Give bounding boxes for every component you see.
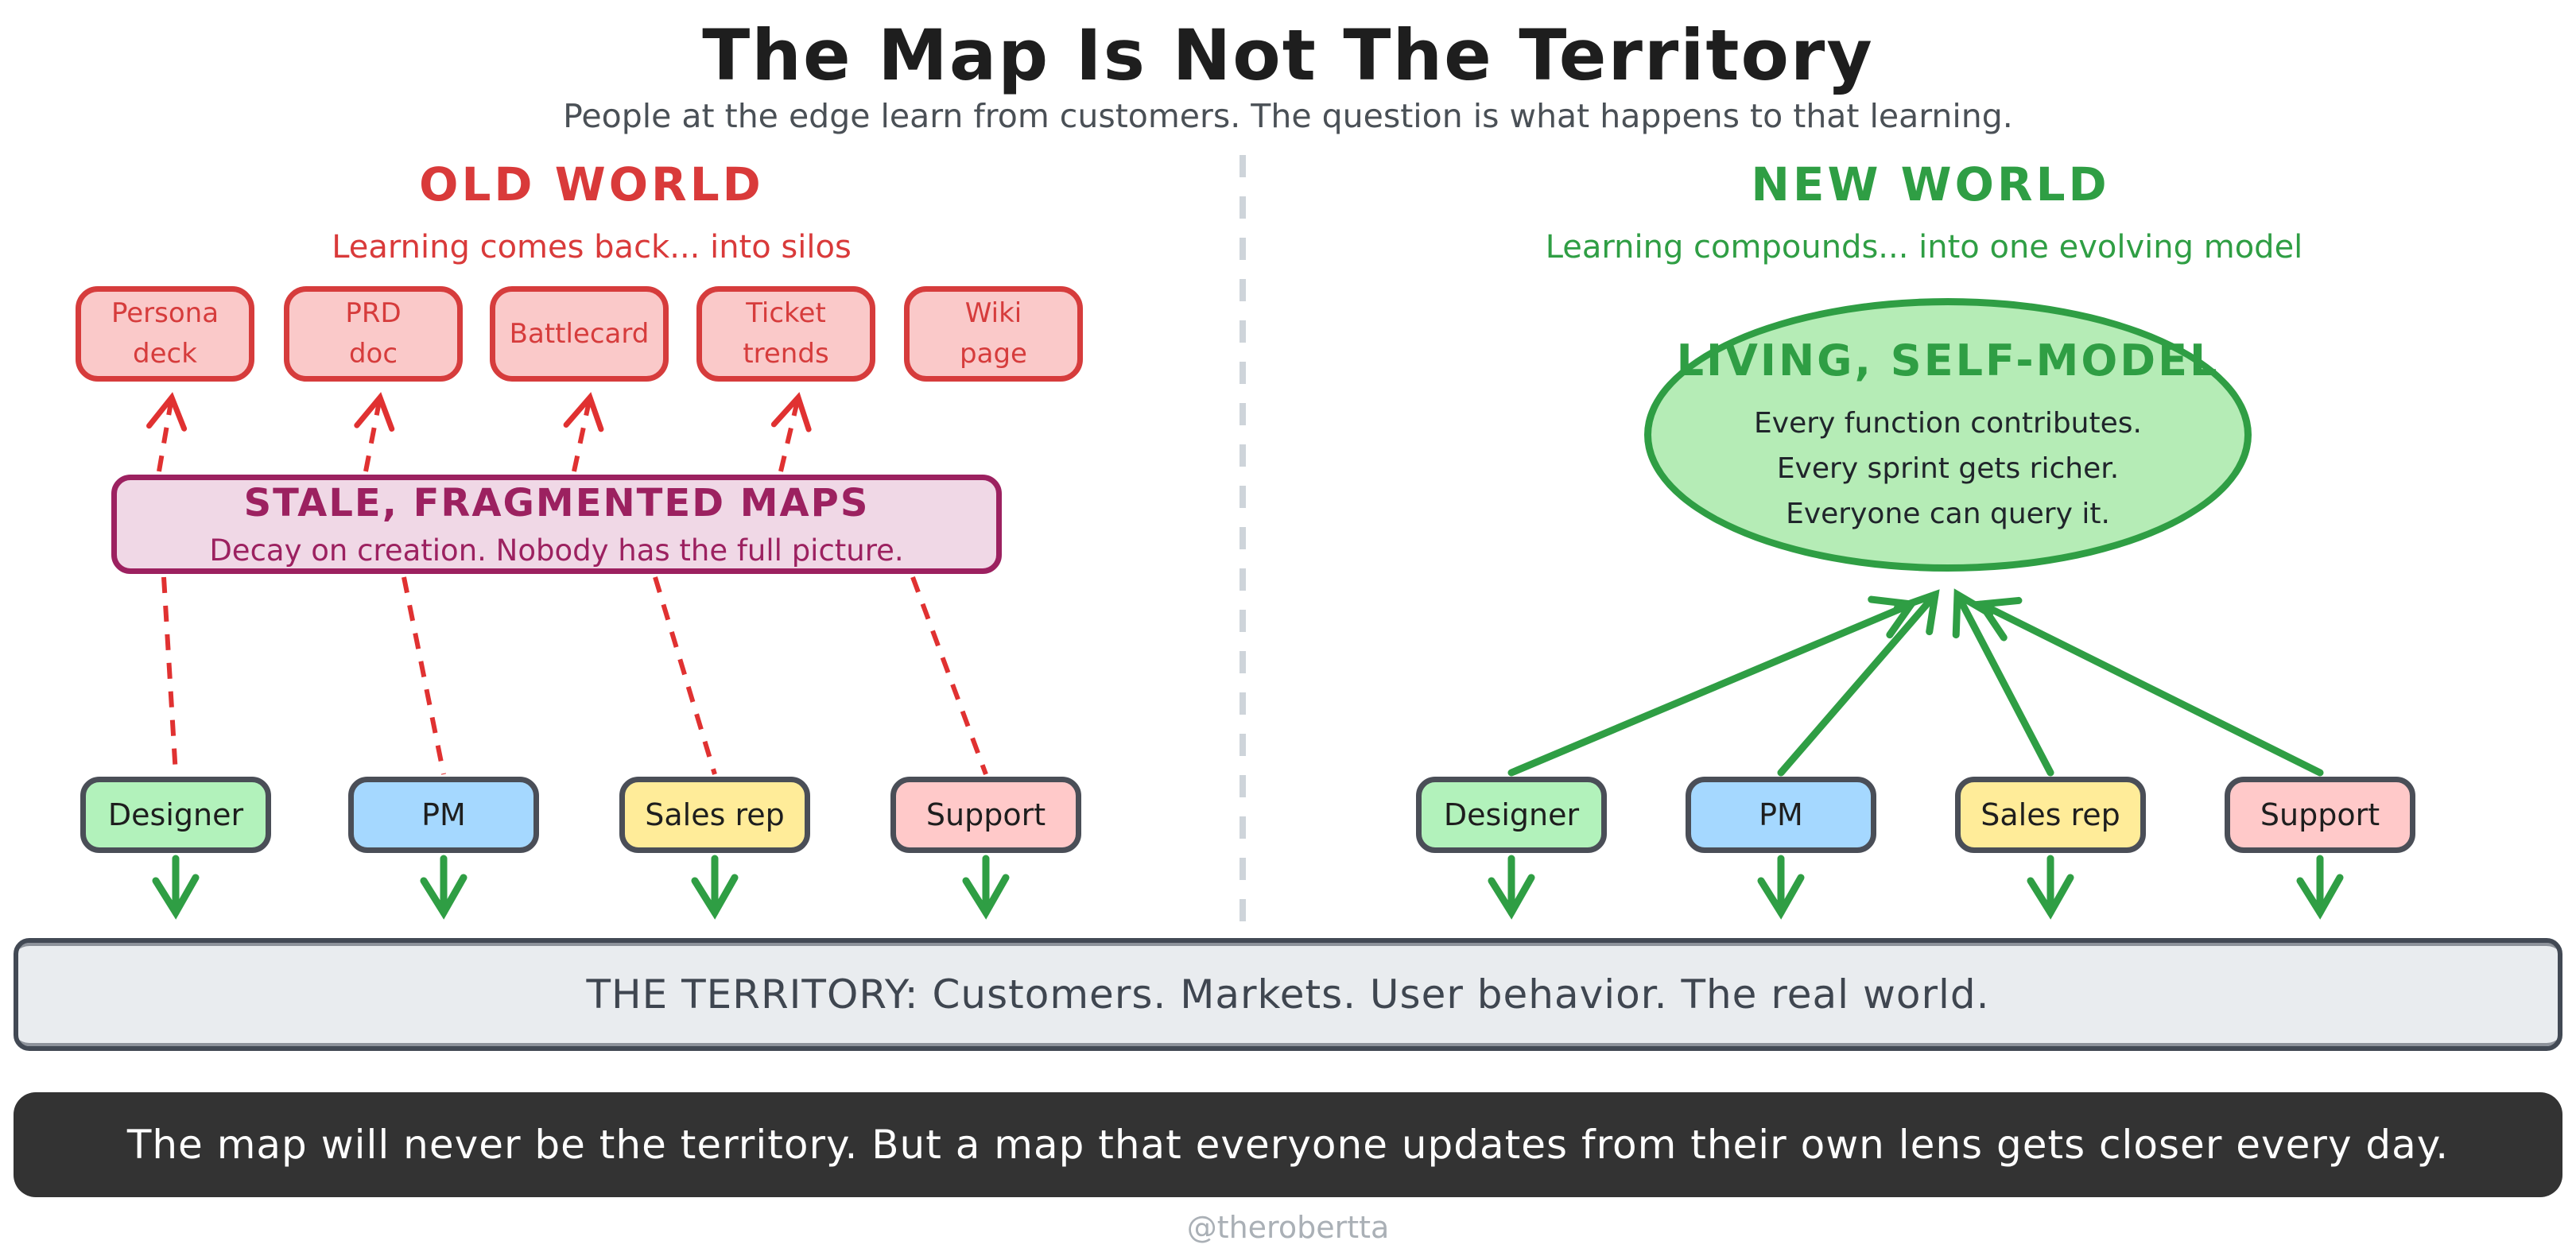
new-role-support: Support bbox=[2225, 777, 2415, 853]
silo-box-battlecard: Battlecard bbox=[490, 286, 669, 382]
territory-label: THE TERRITORY: Customers. Markets. User … bbox=[586, 971, 1990, 1018]
arrow-maps-to-persona-deck bbox=[146, 392, 188, 472]
old-world-tagline: Learning comes back... into silos bbox=[332, 229, 852, 266]
arrow-pm-to-model bbox=[1777, 589, 1940, 777]
old-role-sales-rep: Sales rep bbox=[619, 777, 810, 853]
old-world-heading: OLD WORLD bbox=[419, 157, 764, 211]
old-role-designer: Designer bbox=[80, 777, 271, 853]
line-pm-to-maps bbox=[402, 576, 446, 775]
silo-box-wiki-page: Wiki page bbox=[904, 286, 1083, 382]
footer-message: The map will never be the territory. But… bbox=[126, 1122, 2450, 1168]
arrow-designer-to-model bbox=[1507, 595, 1918, 777]
stale-maps-subtitle: Decay on creation. Nobody has the full p… bbox=[209, 533, 904, 568]
footer-message-bar: The map will never be the territory. But… bbox=[14, 1092, 2562, 1197]
arrow-support-to-model bbox=[1975, 596, 2324, 777]
new-world-tagline: Learning compounds... into one evolving … bbox=[1545, 229, 2303, 266]
new-world-heading: NEW WORLD bbox=[1751, 157, 2110, 211]
line-support-to-maps bbox=[910, 576, 988, 776]
maps-to-silo-arrows bbox=[146, 392, 812, 472]
model-line-2: Every sprint gets richer. bbox=[1776, 452, 2120, 485]
territory-bar: THE TERRITORY: Customers. Markets. User … bbox=[14, 938, 2562, 1051]
role-to-territory-arrows bbox=[152, 855, 2344, 920]
role-to-maps-lines bbox=[161, 576, 988, 776]
silo-box-ticket-trends: Ticket trends bbox=[696, 286, 875, 382]
page-title: The Map Is Not The Territory bbox=[702, 14, 1874, 96]
line-sales-rep-to-maps bbox=[653, 576, 717, 775]
role-to-model-arrows bbox=[1507, 588, 2324, 777]
arrow-sales-rep-to-model bbox=[1952, 588, 2054, 777]
line-designer-to-maps bbox=[161, 576, 178, 775]
arrow-maps-to-battlecard bbox=[563, 392, 604, 472]
new-role-sales-rep: Sales rep bbox=[1955, 777, 2146, 853]
silo-box-persona-deck: Persona deck bbox=[76, 286, 254, 382]
old-role-pm: PM bbox=[348, 777, 539, 853]
living-self-model-ellipse: LIVING, SELF-MODEL Every function contri… bbox=[1644, 298, 2252, 572]
page-subtitle: People at the edge learn from customers.… bbox=[563, 97, 2013, 135]
model-line-3: Everyone can query it. bbox=[1786, 498, 2110, 531]
credit-handle: @therobertta bbox=[1186, 1210, 1390, 1245]
living-self-model-title: LIVING, SELF-MODEL bbox=[1676, 335, 2220, 386]
arrow-maps-to-ticket-trends bbox=[770, 392, 812, 472]
model-line-1: Every function contributes. bbox=[1754, 406, 2142, 440]
stale-maps-box: STALE, FRAGMENTED MAPS Decay on creation… bbox=[111, 475, 1002, 574]
stale-maps-title: STALE, FRAGMENTED MAPS bbox=[243, 481, 870, 525]
silo-box-prd-doc: PRD doc bbox=[284, 286, 463, 382]
new-role-designer: Designer bbox=[1416, 777, 1607, 853]
new-role-pm: PM bbox=[1686, 777, 1876, 853]
old-role-support: Support bbox=[890, 777, 1081, 853]
arrow-maps-to-prd-doc bbox=[354, 392, 395, 472]
